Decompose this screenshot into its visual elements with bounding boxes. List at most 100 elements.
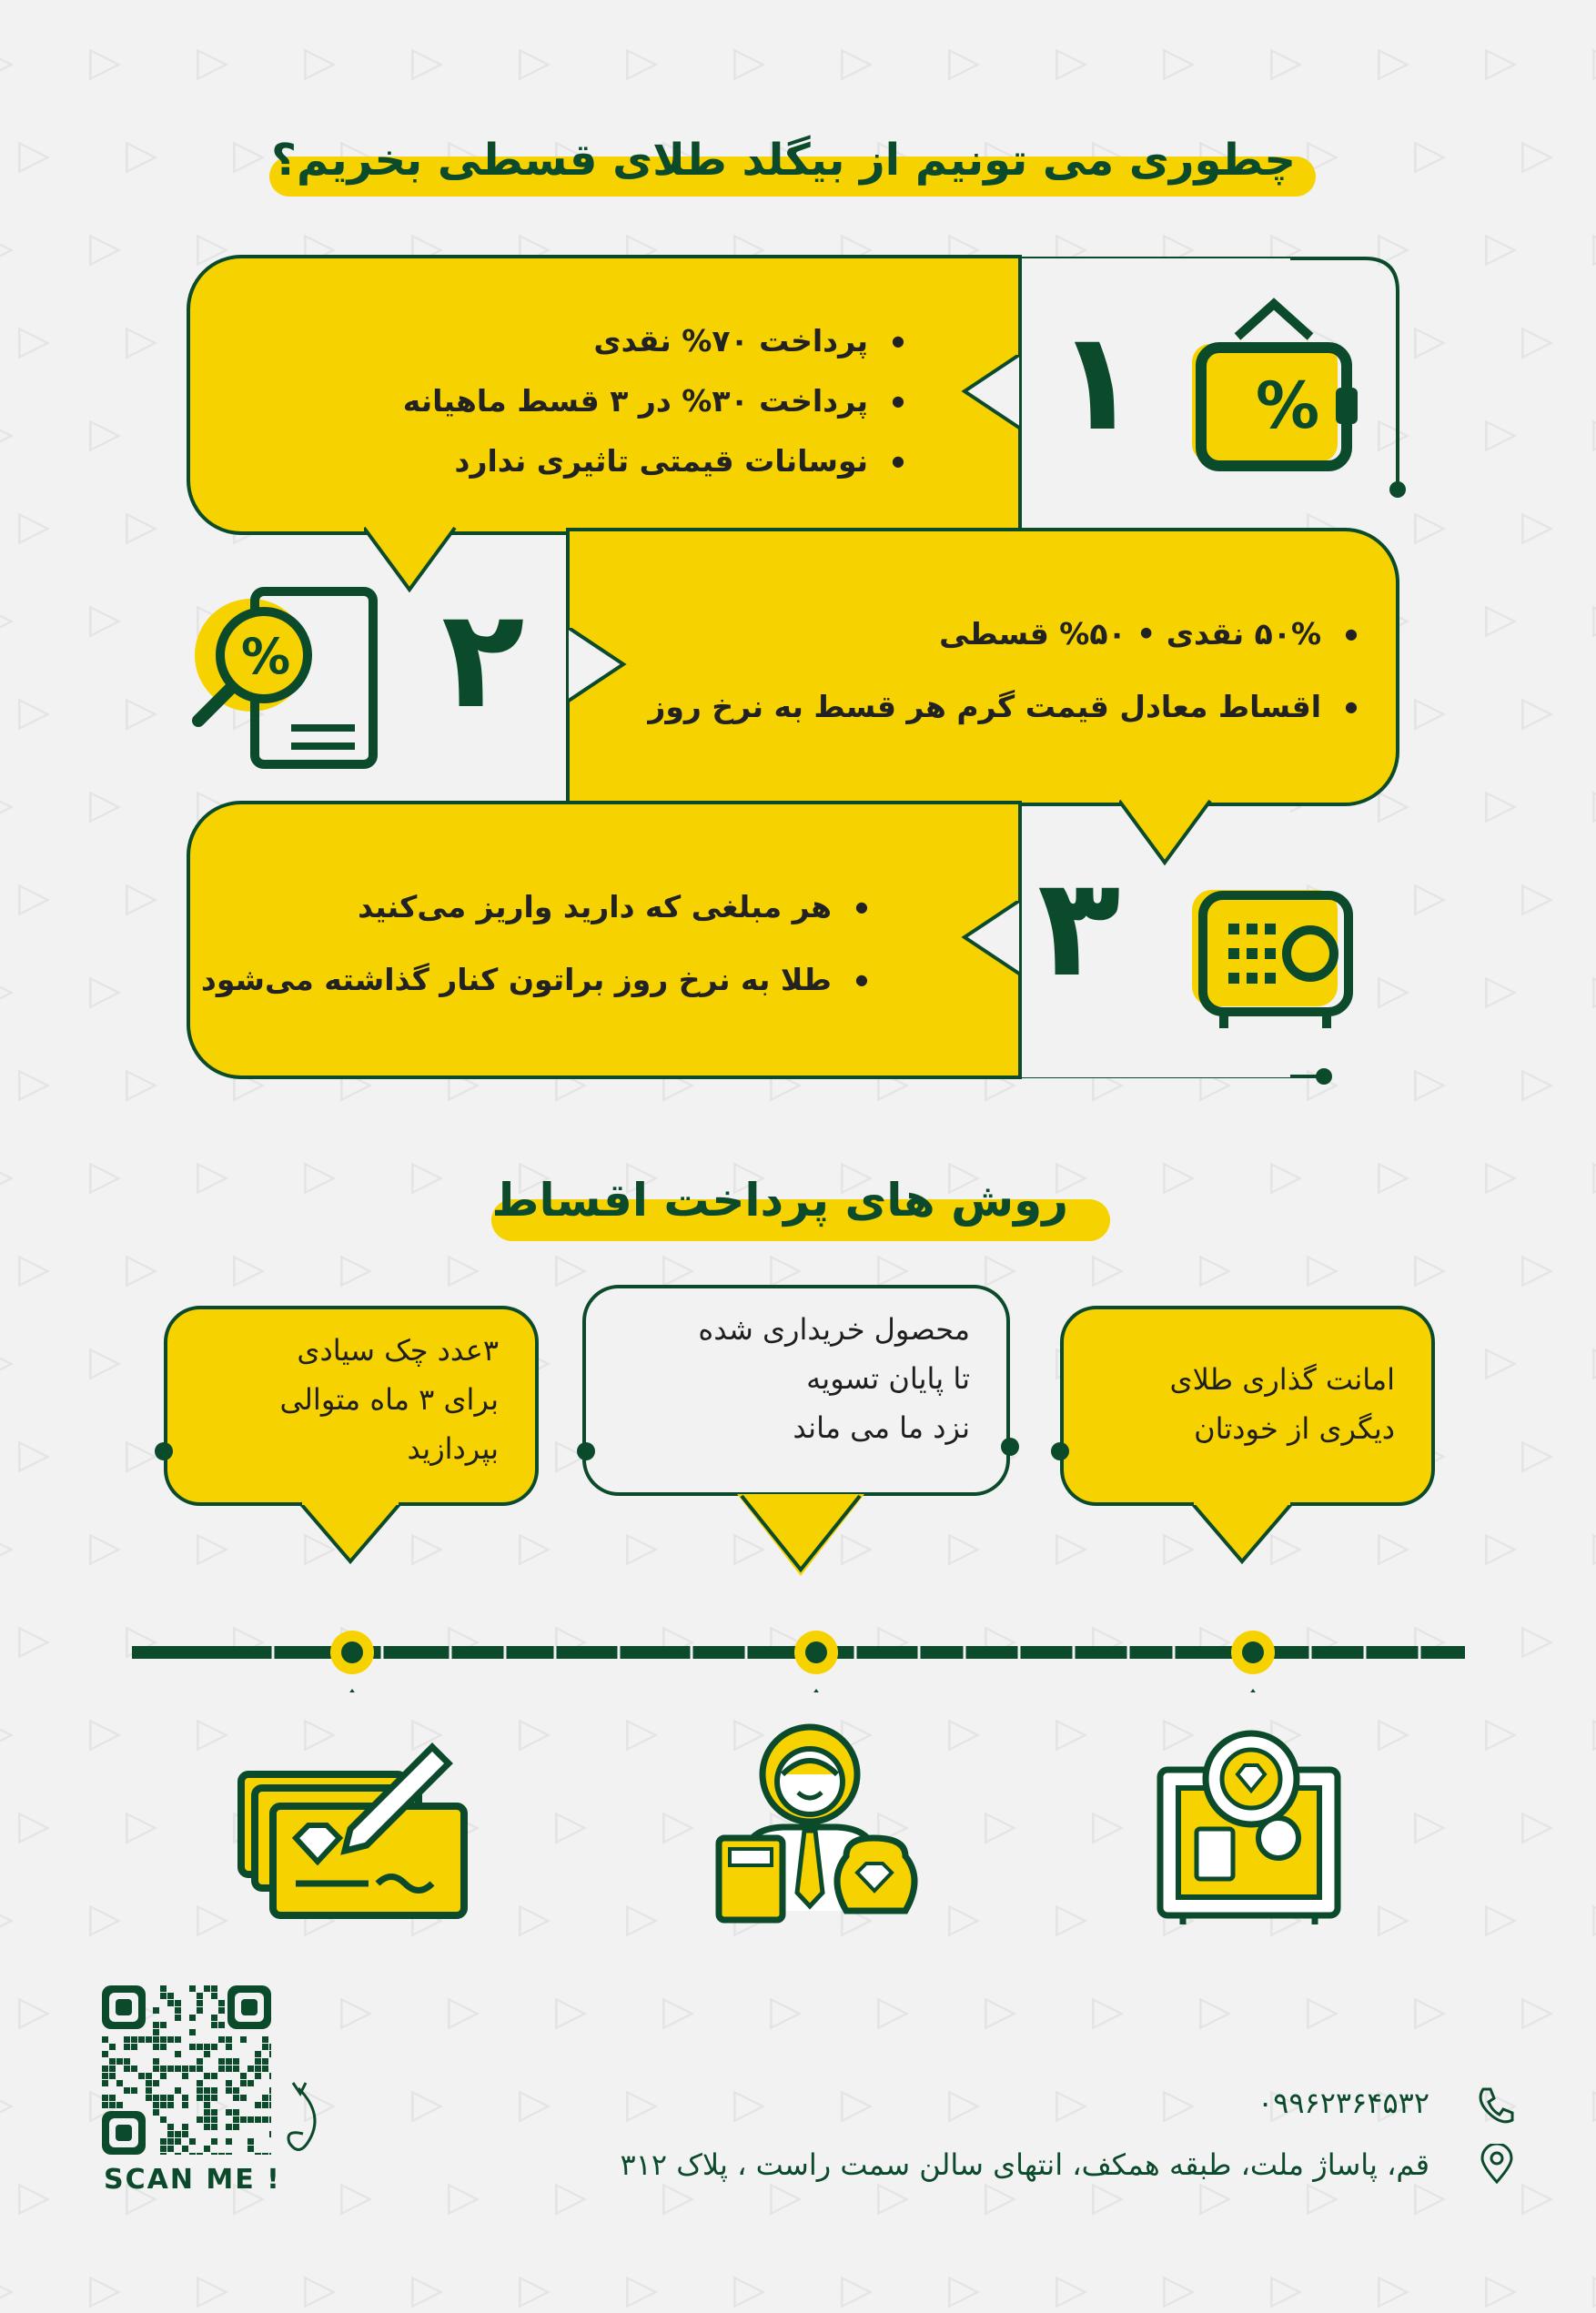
plan-2-pointer <box>567 628 627 702</box>
watermark-play-icon: ▷ <box>1199 1985 1232 2035</box>
watermark-play-icon: ▷ <box>1592 1893 1596 1942</box>
watermark-play-icon: ▷ <box>1521 1614 1554 1663</box>
watermark-play-icon: ▷ <box>1592 1336 1596 1385</box>
vault-diamond-icon <box>1157 1730 1341 1924</box>
watermark-play-icon: ▷ <box>0 1521 14 1571</box>
watermark-play-icon: ▷ <box>1414 1243 1447 1292</box>
watermark-play-icon: ▷ <box>1092 1985 1125 2035</box>
watermark-play-icon: ▷ <box>233 129 266 178</box>
watermark-play-icon: ▷ <box>1270 1150 1303 1199</box>
watermark-play-icon: ▷ <box>841 36 874 86</box>
watermark-play-icon: ▷ <box>1270 1521 1303 1571</box>
svg-text:%: % <box>241 628 290 685</box>
watermark-play-icon: ▷ <box>304 2264 337 2313</box>
watermark-play-icon: ▷ <box>1592 1521 1596 1571</box>
watermark-play-icon: ▷ <box>948 36 981 86</box>
plan-3-bullet: هر مبلغی که دارید واریز می‌کنید <box>201 874 868 946</box>
watermark-play-icon: ▷ <box>555 1800 588 1849</box>
watermark-play-icon: ▷ <box>1270 36 1303 86</box>
watermark-play-icon: ▷ <box>1521 315 1554 364</box>
watermark-play-icon: ▷ <box>626 1150 659 1199</box>
watermark-play-icon: ▷ <box>1592 2264 1596 2313</box>
watermark-play-icon: ▷ <box>519 1893 551 1942</box>
watermark-play-icon: ▷ <box>948 1150 981 1199</box>
watermark-play-icon: ▷ <box>126 315 158 364</box>
watermark-play-icon: ▷ <box>1056 1707 1088 1756</box>
watermark-play-icon: ▷ <box>197 1150 229 1199</box>
watermark-play-icon: ▷ <box>1414 500 1447 550</box>
watermark-play-icon: ▷ <box>519 1707 551 1756</box>
watermark-play-icon: ▷ <box>411 1521 444 1571</box>
watermark-play-icon: ▷ <box>18 1800 51 1849</box>
watermark-play-icon: ▷ <box>1378 965 1410 1014</box>
watermark-play-icon: ▷ <box>197 1521 229 1571</box>
watermark-play-icon: ▷ <box>0 1893 14 1942</box>
watermark-play-icon: ▷ <box>985 1985 1017 2035</box>
watermark-play-icon: ▷ <box>948 2078 981 2127</box>
watermark-play-icon: ▷ <box>18 500 51 550</box>
watermark-play-icon: ▷ <box>126 500 158 550</box>
plan-3-bullet: طلا به نرخ روز براتون کنار گذاشته می‌شود <box>201 946 868 1019</box>
watermark-play-icon: ▷ <box>197 1893 229 1942</box>
watermark-play-icon: ▷ <box>18 1429 51 1478</box>
timeline <box>132 1438 1465 1692</box>
watermark-play-icon: ▷ <box>1485 2264 1518 2313</box>
watermark-play-icon: ▷ <box>1378 1893 1410 1942</box>
watermark-play-icon: ▷ <box>1414 872 1447 921</box>
watermark-play-icon: ▷ <box>89 779 122 828</box>
watermark-play-icon: ▷ <box>126 872 158 921</box>
watermark-play-icon: ▷ <box>411 1150 444 1199</box>
watermark-play-icon: ▷ <box>877 2171 910 2220</box>
watermark-play-icon: ▷ <box>841 1150 874 1199</box>
watermark-play-icon: ▷ <box>1092 1243 1125 1292</box>
watermark-play-icon: ▷ <box>733 2078 766 2127</box>
watermark-play-icon: ▷ <box>18 2171 51 2220</box>
watermark-play-icon: ▷ <box>1414 1985 1447 2035</box>
watermark-play-icon: ▷ <box>626 36 659 86</box>
watermark-play-icon: ▷ <box>948 2264 981 2313</box>
seller-gold-icon <box>715 1723 918 1924</box>
watermark-play-icon: ▷ <box>1485 1150 1518 1199</box>
watermark-play-icon: ▷ <box>0 2078 14 2127</box>
watermark-play-icon: ▷ <box>411 2078 444 2127</box>
watermark-play-icon: ▷ <box>18 1243 51 1292</box>
watermark-play-icon: ▷ <box>555 1243 588 1292</box>
watermark-play-icon: ▷ <box>1378 408 1410 457</box>
watermark-play-icon: ▷ <box>18 1985 51 2035</box>
watermark-play-icon: ▷ <box>89 1521 122 1571</box>
method-text-line: نزد ما می ماند <box>793 1410 970 1445</box>
watermark-play-icon: ▷ <box>1592 1707 1596 1756</box>
method-text-line: بپردازید <box>407 1431 499 1466</box>
watermark-play-icon: ▷ <box>1414 315 1447 364</box>
watermark-play-icon: ▷ <box>877 1985 910 2035</box>
watermark-play-icon: ▷ <box>89 36 122 86</box>
watermark-play-icon: ▷ <box>0 1707 14 1756</box>
watermark-play-icon: ▷ <box>519 1521 551 1571</box>
document-percent-icon: % <box>192 587 378 769</box>
watermark-play-icon: ▷ <box>841 1521 874 1571</box>
watermark-play-icon: ▷ <box>1414 1057 1447 1106</box>
watermark-play-icon: ▷ <box>1378 2078 1410 2127</box>
watermark-play-icon: ▷ <box>948 1893 981 1942</box>
watermark-play-icon: ▷ <box>948 1707 981 1756</box>
watermark-play-icon: ▷ <box>1270 2078 1303 2127</box>
watermark-play-icon: ▷ <box>340 1243 373 1292</box>
address: قم، پاساژ ملت، طبقه همکف، انتهای سالن سم… <box>620 2147 1429 2182</box>
watermark-play-icon: ▷ <box>1163 1521 1196 1571</box>
watermark-play-icon: ▷ <box>1485 593 1518 642</box>
watermark-play-icon: ▷ <box>626 1521 659 1571</box>
watermark-play-icon: ▷ <box>89 1336 122 1385</box>
plan-1-bullet: پرداخت ۳۰% در ۳ قسط ماهیانه <box>403 374 904 434</box>
wallet-percent-icon: % <box>1192 298 1358 471</box>
phone-number[interactable]: ۰۹۹۶۲۳۶۴۵۳۲ <box>1257 2086 1429 2120</box>
watermark-play-icon: ▷ <box>1163 36 1196 86</box>
watermark-play-icon: ▷ <box>733 1150 766 1199</box>
watermark-play-icon: ▷ <box>1163 2264 1196 2313</box>
watermark-play-icon: ▷ <box>233 1243 266 1292</box>
watermark-play-icon: ▷ <box>126 2171 158 2220</box>
plan-3-top-pointer <box>1119 799 1212 866</box>
watermark-play-icon: ▷ <box>89 408 122 457</box>
plan-1-bullet: نوسانات قیمتی تاثیری ندارد <box>403 434 904 494</box>
watermark-play-icon: ▷ <box>448 1985 480 2035</box>
watermark-play-icon: ▷ <box>1378 36 1410 86</box>
